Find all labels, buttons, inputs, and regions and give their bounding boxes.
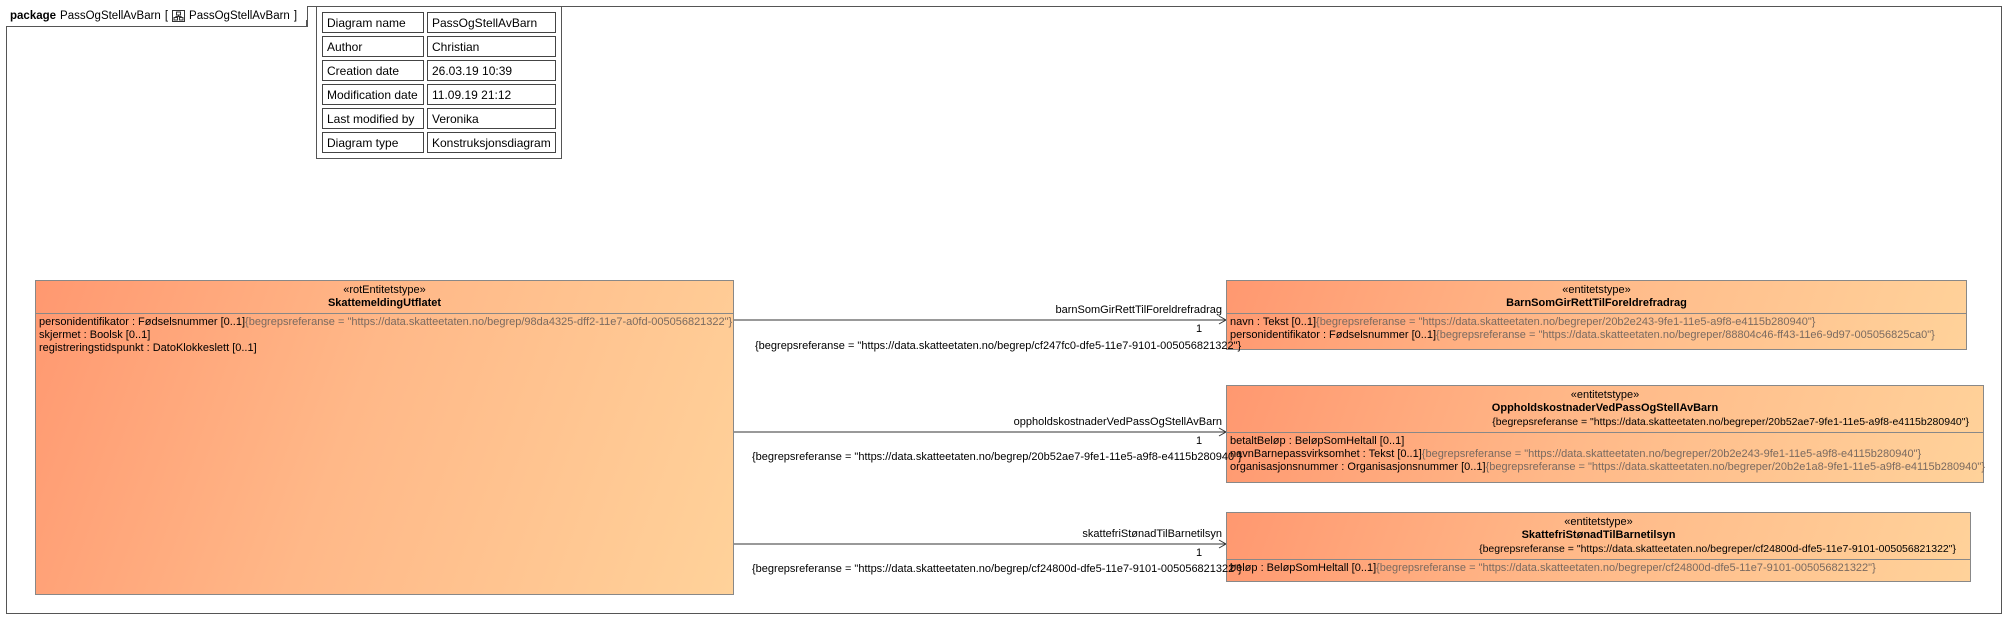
- info-value: PassOgStellAvBarn: [427, 12, 556, 33]
- association-multiplicity: 1: [1196, 547, 1203, 559]
- class-name: OppholdskostnaderVedPassOgStellAvBarn: [1491, 402, 1719, 414]
- attribute-row: personidentifikator : Fødselsnummer [0..…: [1230, 329, 1935, 341]
- association-role-label: barnSomGirRettTilForeldrefradrag: [1055, 304, 1222, 316]
- attribute-list: personidentifikator : Fødselsnummer [0..…: [36, 314, 733, 357]
- class-tag-ref: {begrepsreferanse = "https://data.skatte…: [1479, 543, 1956, 555]
- attribute-list: betaltBeløp : BeløpSomHeltall [0..1] nav…: [1227, 433, 1985, 476]
- class-skattefri-stonad[interactable]: «entitetstype» SkattefriStønadTilBarneti…: [1226, 512, 1971, 582]
- info-key: Creation date: [322, 60, 424, 81]
- class-tag-ref: {begrepsreferanse = "https://data.skatte…: [1492, 416, 1969, 428]
- info-key: Diagram name: [322, 12, 424, 33]
- attribute-row: registreringstidspunkt : DatoKlokkeslett…: [39, 342, 257, 354]
- package-frame: [6, 6, 2002, 614]
- attribute-row: betaltBeløp : BeløpSomHeltall [0..1]: [1230, 435, 1405, 447]
- attribute-row: organisasjonsnummer : Organisasjonsnumme…: [1230, 461, 1985, 473]
- info-key: Modification date: [322, 84, 424, 105]
- attribute-separator: [36, 313, 733, 314]
- association-multiplicity: 1: [1196, 323, 1203, 335]
- package-name: PassOgStellAvBarn: [60, 10, 161, 22]
- class-name: SkattefriStønadTilBarnetilsyn: [1521, 529, 1676, 541]
- attribute-row: navn : Tekst [0..1]{begrepsreferanse = "…: [1230, 316, 1816, 328]
- association-multiplicity: 1: [1196, 435, 1203, 447]
- info-value: Veronika: [427, 108, 556, 129]
- info-value: 26.03.19 10:39: [427, 60, 556, 81]
- bracket-close: ]: [293, 10, 298, 22]
- association-ref-label: {begrepsreferanse = "https://data.skatte…: [755, 340, 1242, 352]
- class-stereotype: «entitetstype»: [1564, 516, 1633, 528]
- info-key: Diagram type: [322, 132, 424, 153]
- association-ref-label: {begrepsreferanse = "https://data.skatte…: [752, 563, 1242, 575]
- association-ref-label: {begrepsreferanse = "https://data.skatte…: [752, 451, 1242, 463]
- info-key: Last modified by: [322, 108, 424, 129]
- info-value: Konstruksjonsdiagram: [427, 132, 556, 153]
- diagram-ref-name: PassOgStellAvBarn: [189, 10, 290, 22]
- class-stereotype: «entitetstype»: [1562, 284, 1631, 296]
- attribute-row: skjermet : Boolsk [0..1]: [39, 329, 151, 341]
- class-stereotype: «entitetstype»: [1570, 389, 1640, 401]
- diagram-icon: [172, 10, 186, 22]
- class-name: SkattemeldingUtflatet: [327, 297, 442, 309]
- class-skattemelding-utflatet[interactable]: «rotEntitetstype» SkattemeldingUtflatet …: [35, 280, 734, 595]
- attribute-separator: [1227, 313, 1966, 314]
- attribute-separator: [1227, 559, 1970, 560]
- attribute-row: beløp : BeløpSomHeltall [0..1]{begrepsre…: [1230, 562, 1876, 574]
- association-role-label: oppholdskostnaderVedPassOgStellAvBarn: [1013, 416, 1222, 428]
- class-name: BarnSomGirRettTilForeldrefradrag: [1506, 297, 1687, 309]
- info-key: Author: [322, 36, 424, 57]
- info-value: 11.09.19 21:12: [427, 84, 556, 105]
- attribute-list: beløp : BeløpSomHeltall [0..1]{begrepsre…: [1227, 560, 1970, 577]
- attribute-separator: [1227, 432, 1983, 433]
- attribute-row: navnBarnepassvirksomhet : Tekst [0..1]{b…: [1230, 448, 1922, 460]
- attribute-list: navn : Tekst [0..1]{begrepsreferanse = "…: [1227, 314, 1966, 344]
- package-header: package PassOgStellAvBarn [ PassOgStellA…: [6, 6, 309, 27]
- association-role-label: skattefriStønadTilBarnetilsyn: [1082, 528, 1222, 540]
- package-keyword: package: [10, 10, 57, 22]
- class-oppholdskostnader[interactable]: «entitetstype» OppholdskostnaderVedPassO…: [1226, 385, 1985, 483]
- class-barn-som-gir-rett[interactable]: «entitetstype» BarnSomGirRettTilForeldre…: [1226, 280, 1967, 350]
- attribute-row: personidentifikator : Fødselsnummer [0..…: [39, 316, 733, 328]
- class-stereotype: «rotEntitetstype»: [343, 284, 426, 296]
- info-value: Christian: [427, 36, 556, 57]
- bracket-open: [: [164, 10, 169, 22]
